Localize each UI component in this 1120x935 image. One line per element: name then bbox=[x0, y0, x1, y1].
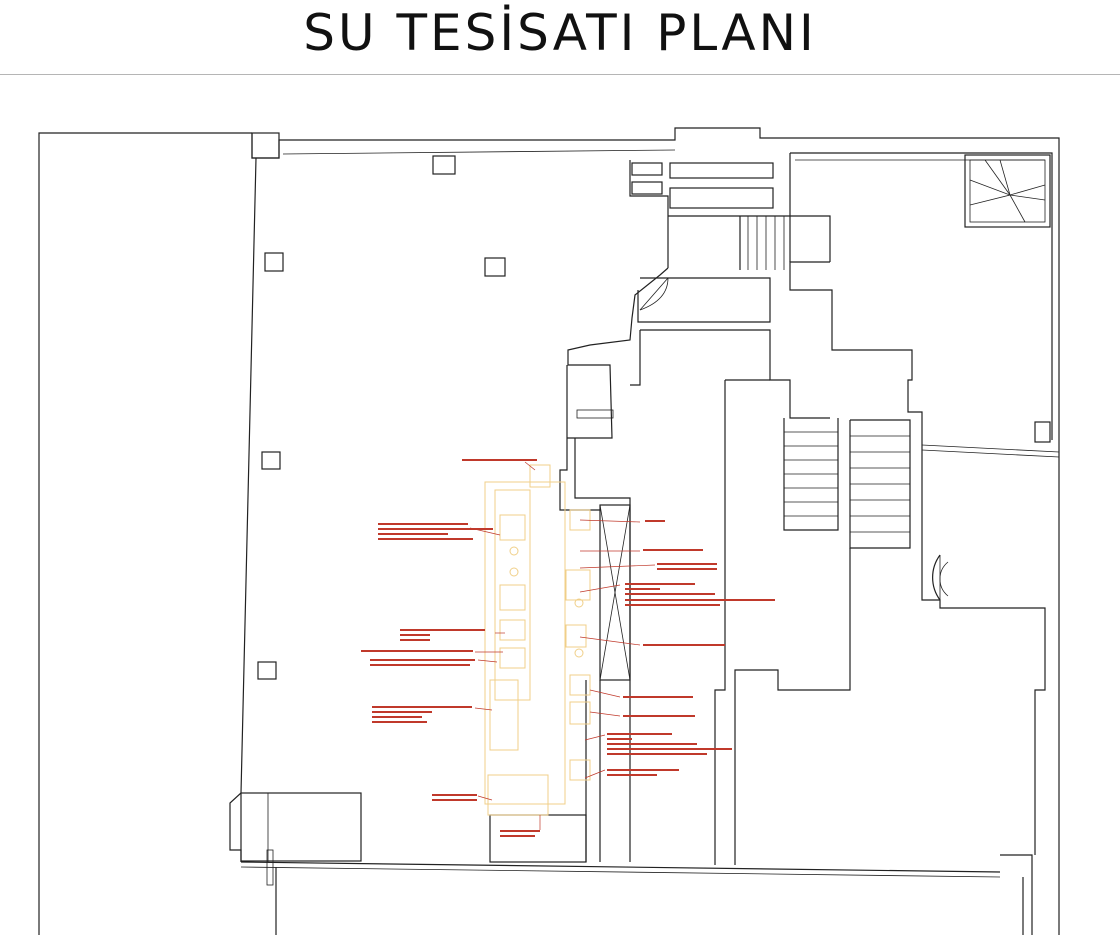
annotation-marks bbox=[361, 459, 775, 837]
columns bbox=[257, 155, 506, 680]
upper-block bbox=[567, 160, 923, 445]
wc-fixtures bbox=[484, 464, 591, 816]
page-title: SU TESİSATI PLANI bbox=[303, 4, 817, 62]
title-divider bbox=[0, 74, 1120, 75]
outer-walls bbox=[38, 127, 1060, 935]
central-stair bbox=[714, 379, 911, 865]
wet-area-walls bbox=[489, 365, 631, 863]
right-block bbox=[789, 152, 1060, 855]
